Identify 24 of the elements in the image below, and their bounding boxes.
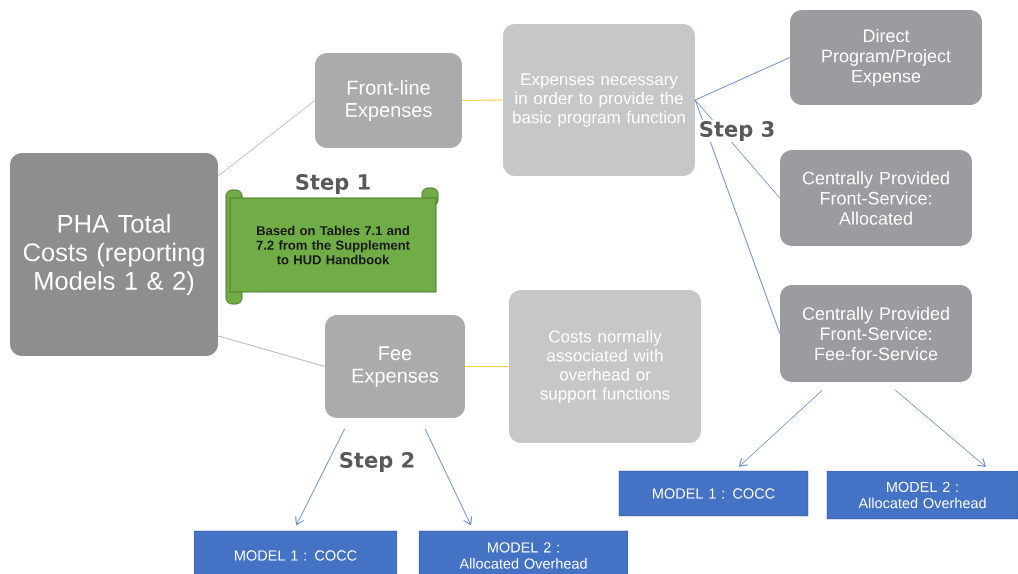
connector-line: [217, 335, 326, 367]
connector-line: [295, 428, 345, 526]
connector-line: [694, 99, 781, 334]
process-box: Costs normally associated with overhead or support functions: [509, 290, 701, 443]
step-label: Step 3: [697, 120, 777, 142]
connector-line: [739, 389, 823, 467]
process-box: Centrally Provided Front-Service: Allocated: [780, 150, 972, 246]
step-label: Step 2: [337, 451, 417, 473]
process-box: PHA Total Costs (reporting Models 1 & 2): [10, 153, 218, 356]
model-box: MODEL 1 : COCC: [193, 530, 398, 574]
process-box: Front-line Expenses: [315, 53, 462, 148]
process-box: Fee Expenses: [325, 315, 465, 418]
connector-line: [424, 428, 473, 526]
connector-line: [894, 389, 986, 467]
process-box: Centrally Provided Front-Service: Fee-for-Service: [780, 285, 972, 382]
connector-line: [464, 366, 510, 367]
process-box: Direct Program/Project Expense: [790, 10, 982, 105]
connector-line: [694, 57, 791, 101]
model-box: MODEL 2 : Allocated Overhead: [826, 470, 1018, 520]
connector-line: [217, 100, 316, 177]
model-box: MODEL 1 : COCC: [618, 470, 809, 517]
model-box: MODEL 2 : Allocated Overhead: [418, 530, 629, 574]
process-box: Expenses necessary in order to provide the basic program function: [503, 24, 695, 176]
connector-line: [461, 99, 504, 101]
